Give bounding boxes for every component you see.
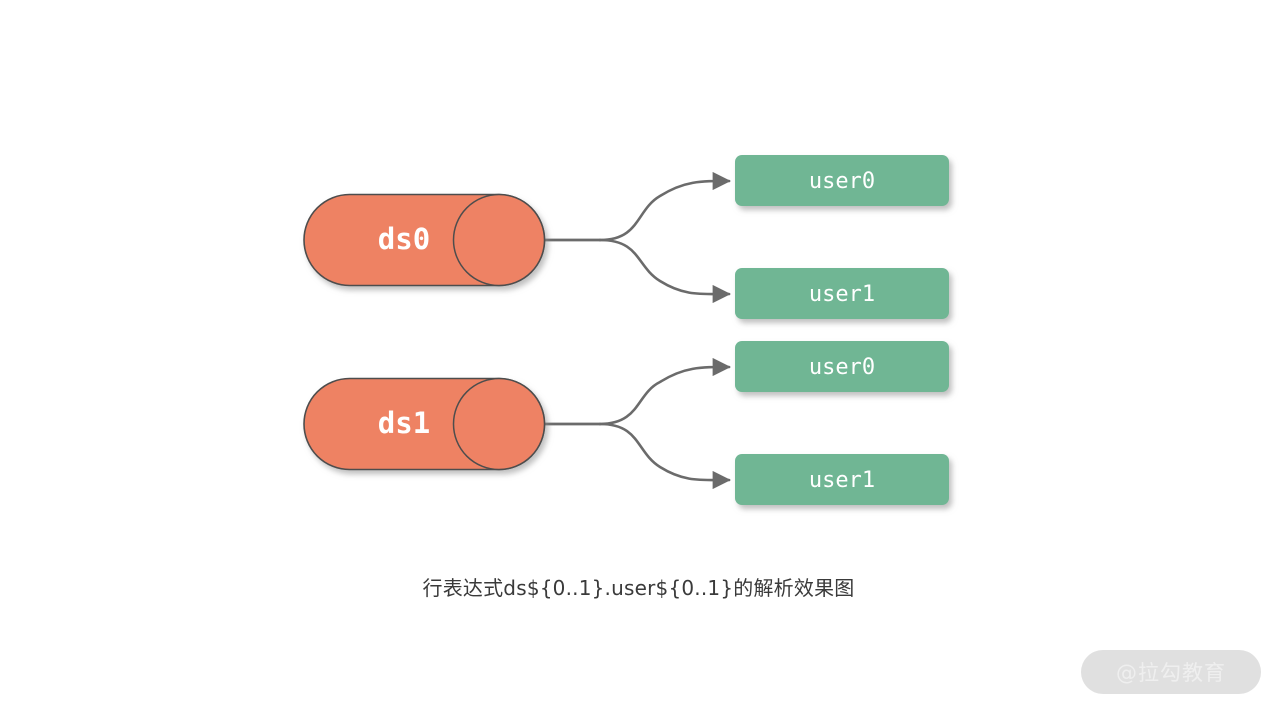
table-box bbox=[735, 341, 949, 392]
watermark-badge: @拉勾教育 bbox=[1081, 650, 1261, 694]
table-box bbox=[735, 454, 949, 505]
table-box bbox=[735, 155, 949, 206]
table-node-ds1-user0[interactable]: user0 bbox=[735, 341, 949, 392]
table-label: user1 bbox=[809, 282, 875, 307]
cylinder-cap bbox=[452, 377, 546, 471]
datasource-label: ds0 bbox=[378, 222, 430, 256]
table-node-ds0-user0[interactable]: user0 bbox=[735, 155, 949, 206]
connector-ds1-user1 bbox=[542, 422, 731, 490]
diagram-caption: 行表达式ds${0..1}.user${0..1}的解析效果图 bbox=[422, 576, 855, 600]
connector-ds0-user0 bbox=[542, 171, 731, 242]
table-node-ds1-user1[interactable]: user1 bbox=[735, 454, 949, 505]
table-box bbox=[735, 268, 949, 319]
datasource-label: ds1 bbox=[378, 406, 430, 440]
watermark-text: @拉勾教育 bbox=[1116, 661, 1226, 685]
connector-group bbox=[542, 171, 731, 490]
connector-ds1-user0 bbox=[542, 357, 731, 426]
datasource-node-ds0[interactable]: ds0 bbox=[303, 193, 546, 287]
connector-ds0-user1 bbox=[542, 238, 731, 304]
table-label: user1 bbox=[809, 468, 875, 493]
datasource-node-ds1[interactable]: ds1 bbox=[303, 377, 546, 471]
cylinder-cap bbox=[452, 193, 546, 287]
table-node-ds0-user1[interactable]: user1 bbox=[735, 268, 949, 319]
table-label: user0 bbox=[809, 355, 875, 380]
table-label: user0 bbox=[809, 169, 875, 194]
